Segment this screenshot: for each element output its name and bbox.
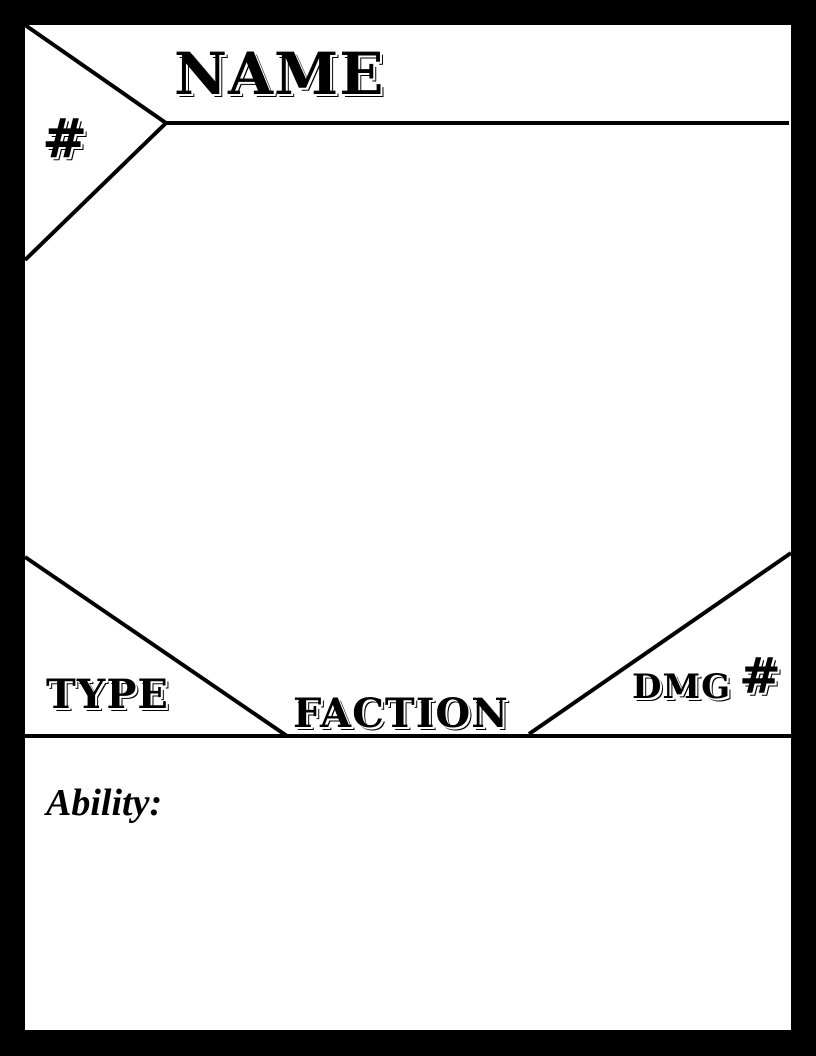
- ability-label: Ability:: [46, 782, 163, 824]
- card-faction-label: FACTION: [293, 690, 509, 737]
- type-divider-line: [25, 555, 289, 738]
- dmg-divider-line: [527, 551, 791, 736]
- card-frame-lines: [25, 25, 791, 738]
- card-name-label: NAME: [174, 40, 385, 108]
- card-type-label: TYPE: [46, 671, 169, 718]
- damage-value: #: [739, 646, 782, 705]
- damage-label: DMG: [632, 667, 732, 707]
- cost-value: #: [42, 106, 89, 170]
- card-template: NAME # TYPE FACTION DMG # Ability:: [25, 25, 791, 1030]
